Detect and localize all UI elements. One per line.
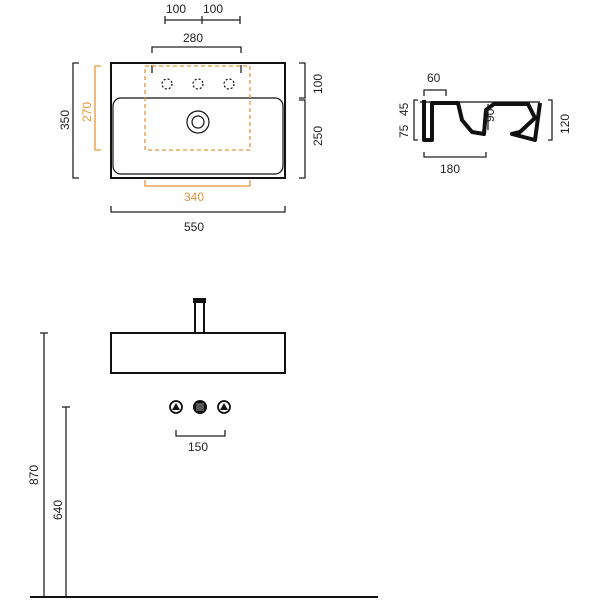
dim-wall: 60 (427, 71, 441, 85)
dim-rim: 45 (397, 102, 411, 116)
dim-tap-spacing-left: 100 (166, 2, 186, 16)
dim-bracket-width: 280 (183, 31, 203, 45)
height-dim-line (548, 99, 553, 141)
inner-dim-line (413, 99, 418, 141)
dim-bowl-depth: 250 (311, 126, 325, 146)
wall-dim-line (423, 89, 447, 96)
dim-back-depth: 100 (311, 74, 325, 94)
basin-section-profile (422, 100, 542, 142)
dim-total-width: 550 (184, 220, 204, 234)
inner-width-dim-line (144, 180, 251, 187)
faucet-top (193, 298, 206, 303)
top-view: 100 100 280 100 250 350 270 340 550 (58, 2, 325, 234)
section-view: 60 45 75 90 120 180 (397, 71, 572, 176)
inner-depth-dim-line (94, 65, 101, 151)
dim-top-height: 870 (27, 465, 41, 485)
total-width-dim-line (110, 206, 286, 213)
basin-front (110, 332, 286, 374)
dim-fixing-spacing: 150 (188, 440, 208, 454)
dim-tap-spacing-right: 100 (203, 2, 223, 16)
depth-dim-line (423, 152, 487, 158)
fixing-left-icon (169, 400, 183, 414)
dim-height: 120 (558, 114, 572, 134)
front-view: 150 870 640 (27, 298, 378, 598)
drain-outlet-icon (193, 400, 207, 414)
dim-inner-depth: 270 (80, 102, 94, 122)
fixing-right-icon (217, 400, 231, 414)
drain-outer (186, 110, 210, 134)
fixing-spacing-dim-line (175, 430, 226, 437)
basin-outline-top (110, 62, 286, 179)
basin-bowl-top (112, 97, 284, 175)
bracket-dim-line (151, 46, 242, 53)
bowl-depth-dim-line (299, 99, 306, 179)
dim-bottom-height: 640 (51, 500, 65, 520)
dim-bowl: 90 (483, 108, 497, 122)
dim-total-depth: 350 (58, 110, 72, 130)
inner-area-dashed (144, 65, 251, 151)
total-depth-dim-line (72, 62, 79, 179)
faucet-body (194, 299, 205, 334)
tap-hole-middle (192, 78, 204, 90)
tap-hole-left (161, 78, 173, 90)
drain-inner (191, 115, 205, 129)
dim-inner: 75 (397, 124, 411, 138)
dim-inner-width: 340 (184, 190, 204, 204)
tap-hole-right (223, 78, 235, 90)
back-depth-dim-line (299, 62, 306, 99)
dim-depth: 180 (440, 162, 460, 176)
